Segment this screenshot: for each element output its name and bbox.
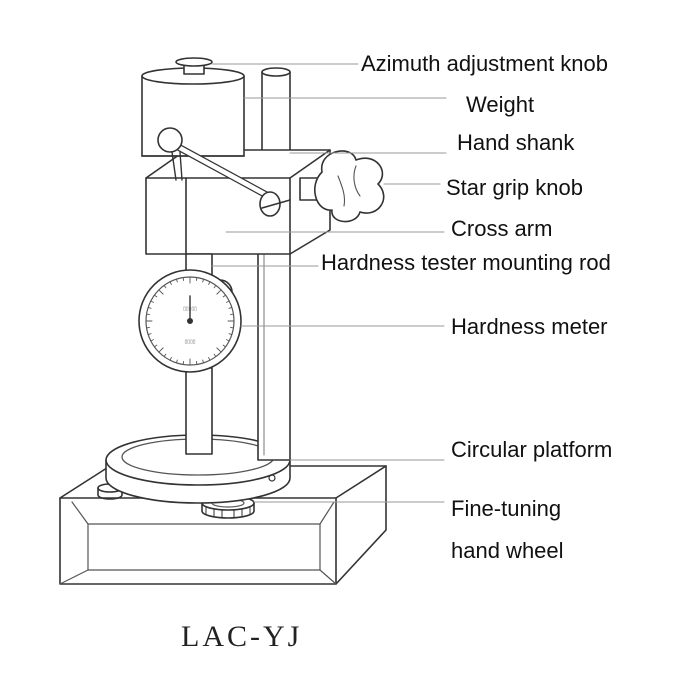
gauge-tick <box>222 294 227 298</box>
gauge-tick <box>216 289 222 295</box>
star-grip-knob-illustration <box>299 150 385 223</box>
gauge-tick <box>147 306 152 309</box>
gauge-tick <box>213 353 217 358</box>
gauge-tick <box>153 294 158 298</box>
gauge-tick <box>208 281 211 285</box>
gauge-tick <box>163 284 167 289</box>
label-circular-platform: Circular platform <box>451 437 613 462</box>
gauge-tick <box>153 344 158 348</box>
gauge-tick <box>216 347 222 353</box>
gauge-tick <box>169 281 172 285</box>
gauge-tick <box>175 278 178 283</box>
model-caption: LAC-YJ <box>181 620 303 653</box>
leader-lines <box>211 63 447 503</box>
circular-platform-illustration <box>105 434 291 504</box>
gauge-tick <box>150 339 154 342</box>
gauge-tick <box>208 357 211 361</box>
gauge-tick <box>158 289 164 295</box>
label-hand-shank: Hand shank <box>457 130 575 155</box>
hardness-meter-illustration: ▯▯▯▯▯ ▯▯▯▯ <box>138 269 242 373</box>
cross-arm-illustration <box>145 149 331 255</box>
label-mounting-rod: Hardness tester mounting rod <box>321 250 611 275</box>
gauge-tick <box>226 339 230 342</box>
gauge-tick <box>222 344 227 348</box>
svg-text:▯▯▯▯▯: ▯▯▯▯▯ <box>183 306 197 312</box>
hand-shank-illustration <box>157 127 291 217</box>
gauge-tick <box>213 284 217 289</box>
svg-text:▯▯▯▯: ▯▯▯▯ <box>184 339 195 345</box>
label-weight: Weight <box>466 92 535 117</box>
label-fine-tuning: Fine-tuning <box>451 496 562 521</box>
gauge-tick <box>158 347 164 353</box>
gauge-tick <box>147 333 152 336</box>
label-hand-wheel: hand wheel <box>451 538 564 563</box>
azimuth-knob-illustration <box>175 57 213 75</box>
label-star-grip-knob: Star grip knob <box>446 175 583 200</box>
gauge-tick <box>228 333 233 336</box>
weight-illustration <box>141 67 245 157</box>
gauge-tick <box>175 359 178 364</box>
gauge-tick <box>202 359 205 364</box>
gauge-tick <box>163 353 167 358</box>
gauge-tick <box>169 357 172 361</box>
label-azimuth-adjustment-knob: Azimuth adjustment knob <box>361 51 609 76</box>
gauge-tick <box>150 300 154 303</box>
label-hardness-meter: Hardness meter <box>451 314 608 339</box>
gauge-tick <box>226 300 230 303</box>
label-cross-arm: Cross arm <box>451 216 553 241</box>
gauge-tick <box>228 306 233 309</box>
gauge-tick <box>202 278 205 283</box>
